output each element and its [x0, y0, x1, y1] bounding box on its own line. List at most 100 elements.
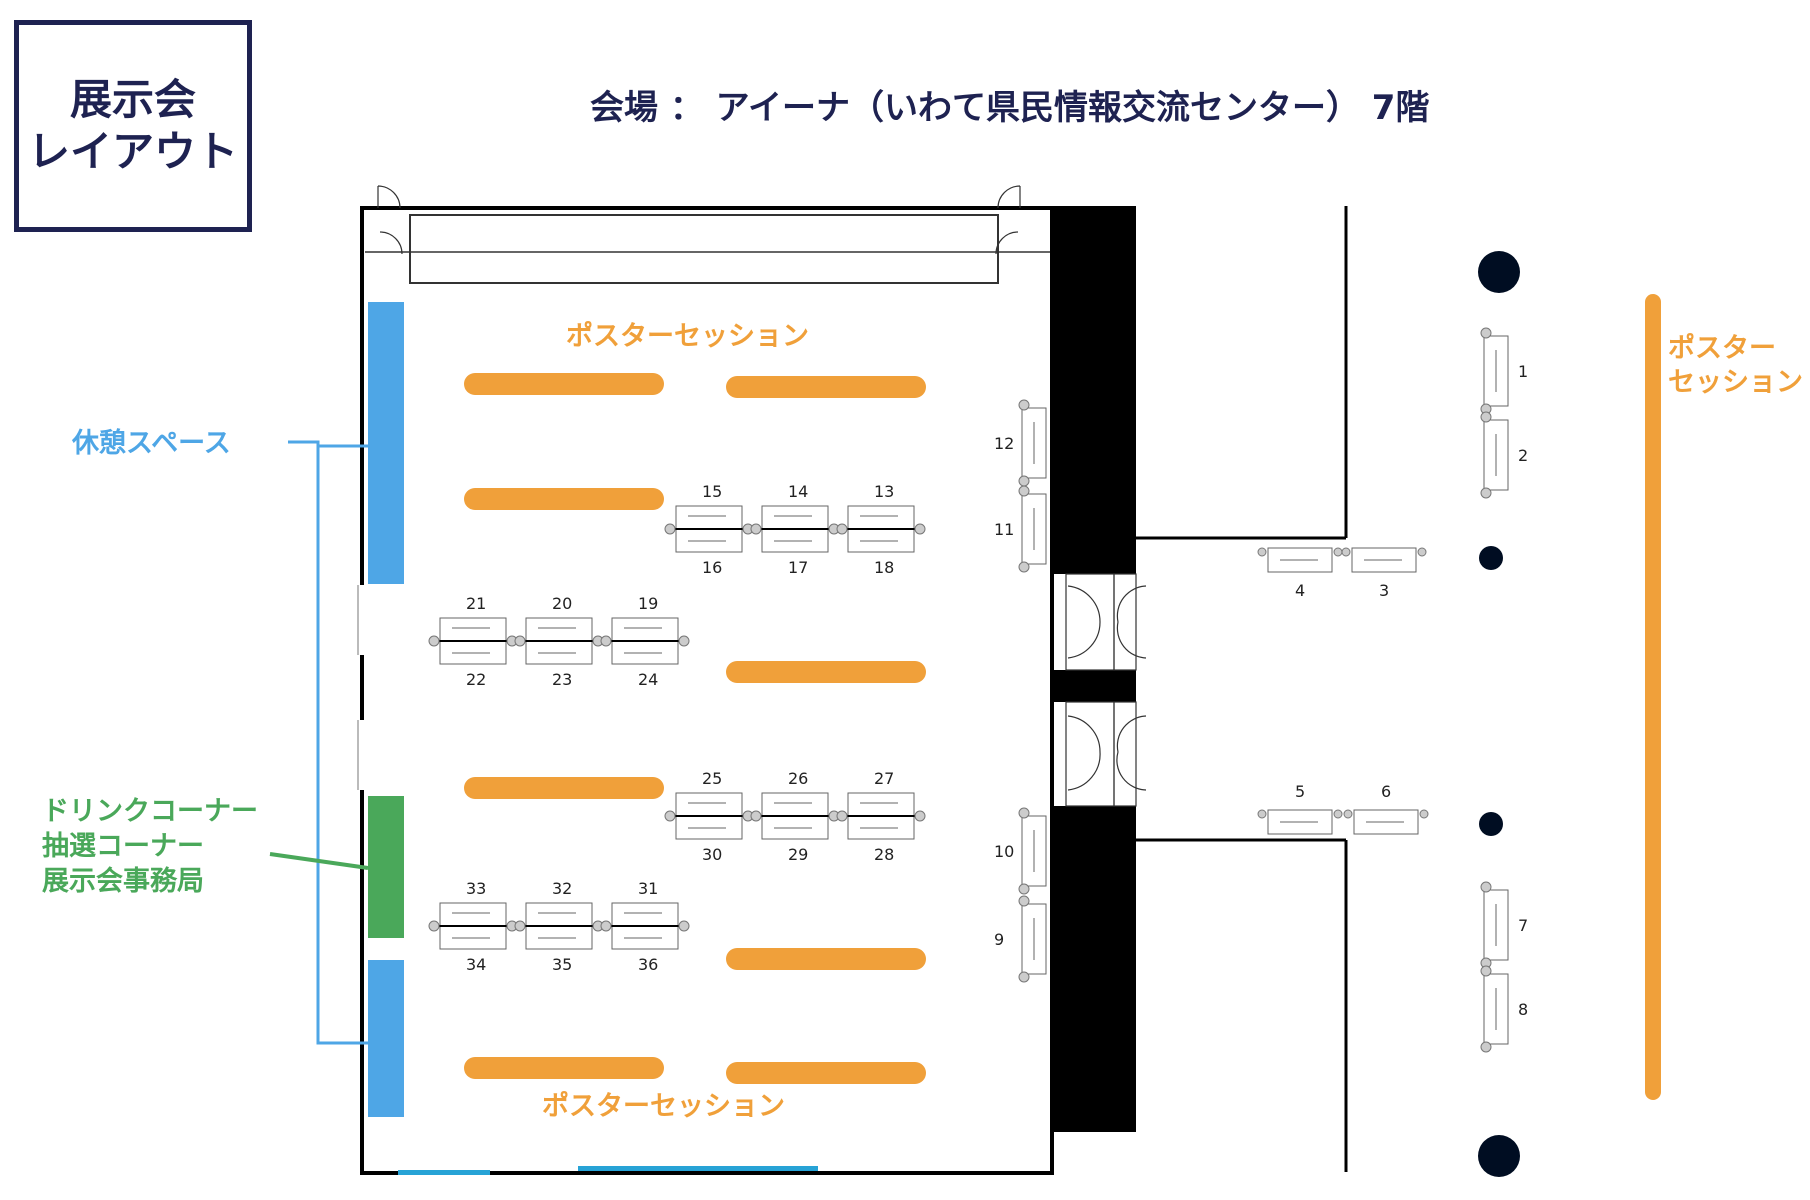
rest-area: [368, 960, 404, 1117]
poster-bar: [464, 373, 664, 395]
booth: [1341, 547, 1427, 573]
poster-bar: [726, 948, 926, 970]
booth-number-20: 20: [552, 594, 573, 613]
poster-bar-right: [1645, 294, 1661, 1100]
booth-number-7: 7: [1518, 916, 1529, 935]
poster-right-line1: ポスター: [1668, 333, 1776, 364]
booth-number-35: 35: [552, 955, 573, 974]
booth: [1257, 809, 1343, 835]
booth-number-33: 33: [466, 879, 487, 898]
poster-bar: [726, 376, 926, 398]
door-icon: [997, 185, 1021, 209]
booth-number-32: 32: [552, 879, 573, 898]
booth: [1480, 965, 1509, 1053]
layout-title-line2: レイアウト: [27, 127, 238, 176]
drink-corner-label: ドリンクコーナー 抽選コーナー 展示会事務局: [42, 794, 258, 899]
booth: [1480, 327, 1509, 415]
entrance-door: [1113, 701, 1137, 807]
booth-number-9: 9: [994, 930, 1005, 949]
entrance-door: [1065, 573, 1115, 671]
booth-pair: [664, 792, 754, 840]
booth-number-21: 21: [466, 594, 487, 613]
drink-corner: [368, 796, 404, 938]
booth-number-24: 24: [638, 670, 659, 689]
booth-pair: [600, 617, 690, 665]
booth: [1018, 807, 1047, 895]
booth: [1480, 411, 1509, 499]
rest-space-label: 休憩スペース: [72, 428, 231, 459]
booth-number-23: 23: [552, 670, 573, 689]
booth-pair: [664, 505, 754, 553]
booth-pair: [750, 792, 840, 840]
booth-pair: [514, 902, 604, 950]
booth-number-22: 22: [466, 670, 487, 689]
door-icon: [379, 231, 403, 255]
poster-bar: [726, 1062, 926, 1084]
pillar: [1479, 812, 1503, 836]
booth-number-25: 25: [702, 769, 723, 788]
entrance-door: [1113, 573, 1137, 671]
booth-pair: [750, 505, 840, 553]
booth-number-10: 10: [994, 842, 1015, 861]
booth-number-13: 13: [874, 482, 895, 501]
booth-number-30: 30: [702, 845, 723, 864]
booth-number-1: 1: [1518, 362, 1529, 381]
stage-area: [409, 214, 999, 284]
booth-number-6: 6: [1381, 782, 1392, 801]
booth-number-29: 29: [788, 845, 809, 864]
booth-number-16: 16: [702, 558, 723, 577]
booth: [1480, 881, 1509, 969]
booth-number-15: 15: [702, 482, 723, 501]
booth-number-12: 12: [994, 434, 1015, 453]
booth: [1018, 485, 1047, 573]
booth-number-17: 17: [788, 558, 809, 577]
poster-session-label-right: ポスター セッション: [1668, 332, 1803, 400]
booth-pair: [836, 505, 926, 553]
booth-pair: [600, 902, 690, 950]
drink-label-line1: ドリンクコーナー: [42, 796, 258, 827]
pillar: [1478, 1135, 1520, 1177]
rest-area: [368, 302, 404, 584]
poster-session-label-top: ポスターセッション: [566, 321, 809, 352]
booth-number-27: 27: [874, 769, 895, 788]
booth-number-19: 19: [638, 594, 659, 613]
booth-number-5: 5: [1295, 782, 1306, 801]
poster-session-label-bottom: ポスターセッション: [542, 1091, 785, 1122]
booth-number-26: 26: [788, 769, 809, 788]
wall-block: [1052, 806, 1136, 1132]
wall-block: [1052, 670, 1136, 702]
booth-pair: [836, 792, 926, 840]
booth: [1018, 399, 1047, 487]
wall-block: [1052, 206, 1136, 574]
pillar: [1479, 546, 1503, 570]
booth-number-3: 3: [1379, 581, 1390, 600]
booth-pair: [514, 617, 604, 665]
drink-label-line3: 展示会事務局: [42, 866, 204, 897]
booth-pair: [428, 617, 518, 665]
pillar: [1478, 251, 1520, 293]
poster-bar: [464, 1057, 664, 1079]
poster-right-line2: セッション: [1668, 367, 1803, 398]
booth: [1018, 895, 1047, 983]
poster-bar: [726, 661, 926, 683]
booth: [1257, 547, 1343, 573]
venue-text: 会場 ： アイーナ（いわて県民情報交流センター） 7階: [590, 88, 1430, 128]
booth-number-36: 36: [638, 955, 659, 974]
booth-number-4: 4: [1295, 581, 1306, 600]
booth-number-8: 8: [1518, 1000, 1529, 1019]
entrance-door: [1065, 701, 1115, 807]
booth-number-34: 34: [466, 955, 487, 974]
booth-number-14: 14: [788, 482, 809, 501]
poster-bar: [464, 488, 664, 510]
booth-number-2: 2: [1518, 446, 1529, 465]
layout-title-box: 展示会 レイアウト: [14, 20, 252, 232]
booth-number-28: 28: [874, 845, 895, 864]
door-icon: [995, 231, 1019, 255]
poster-bar: [464, 777, 664, 799]
booth-pair: [428, 902, 518, 950]
booth-number-18: 18: [874, 558, 895, 577]
booth-number-11: 11: [994, 520, 1015, 539]
drink-label-line2: 抽選コーナー: [42, 831, 204, 862]
layout-title-line1: 展示会: [69, 75, 196, 124]
